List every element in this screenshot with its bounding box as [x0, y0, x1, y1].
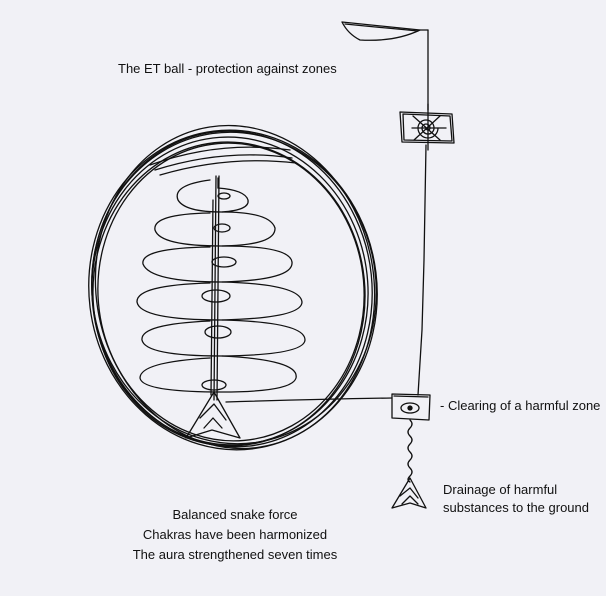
snake-spiral: [136, 175, 306, 401]
caption-block: Balanced snake force Chakras have been h…: [130, 505, 340, 565]
title-label: The ET ball - protection against zones: [118, 61, 337, 76]
vertical-line: [417, 29, 429, 396]
drainage-label: Drainage of harmful substances to the gr…: [443, 481, 589, 517]
drainage-label-line2: substances to the ground: [443, 500, 589, 515]
clearing-zone-label: - Clearing of a harmful zone: [440, 398, 601, 413]
spiral-box-icon: [399, 103, 455, 151]
crown-arcs: [149, 146, 297, 176]
caption-line: Chakras have been harmonized: [142, 527, 328, 542]
eye-box-icon: [391, 393, 431, 421]
pendulum-icon: [341, 21, 429, 41]
connection-line: [225, 397, 393, 403]
aura-rings: [88, 124, 378, 451]
drainage-label-line1: Drainage of harmful: [443, 482, 558, 497]
caption-line: Balanced snake force: [172, 507, 298, 522]
caption-line: The aura strengthened seven times: [132, 547, 338, 562]
triangle-symbol-icon: [185, 391, 241, 439]
drainage-symbol-icon: [391, 477, 427, 509]
drainage-line: [407, 419, 413, 483]
